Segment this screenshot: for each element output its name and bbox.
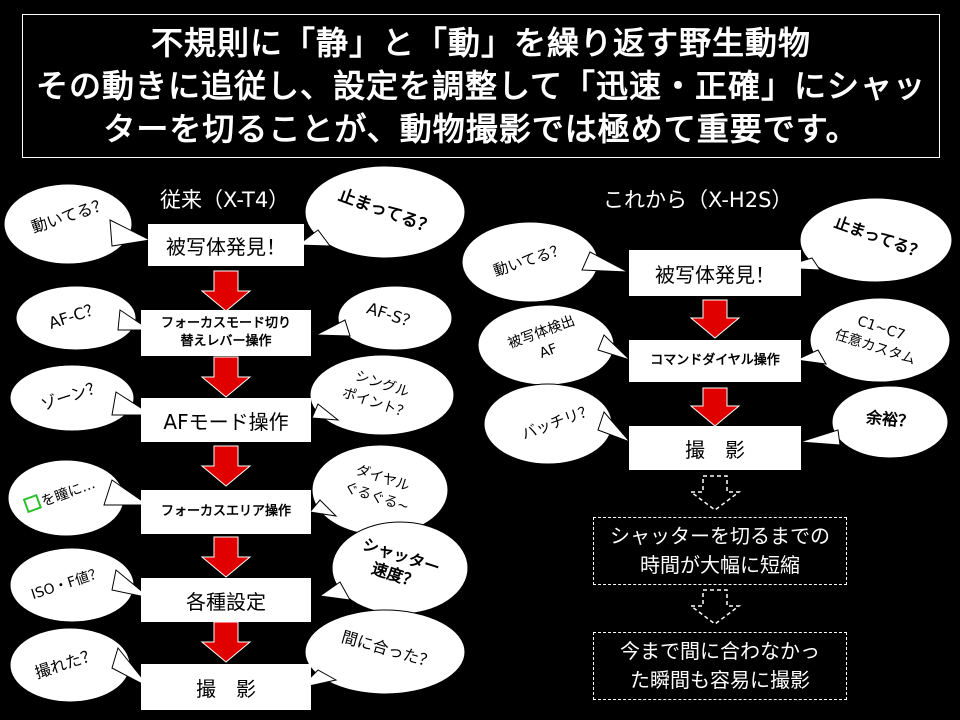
left-step-5: 各種設定 [141, 578, 311, 622]
right-step-3: 撮 影 [629, 426, 801, 470]
bubble-shape [3, 183, 152, 265]
bubble-shape [296, 165, 466, 259]
red-arrow [689, 387, 741, 427]
red-arrow [200, 356, 252, 398]
title-line-3: ターを切ることが、動物撮影では極めて重要です。 [103, 109, 859, 148]
bubble-shape [314, 285, 453, 351]
left-step-3: AFモード操作 [141, 398, 311, 442]
red-arrow [200, 445, 252, 487]
dashed-arrow [688, 475, 742, 511]
red-arrow [200, 270, 252, 312]
left-step-1: 被写体発見！ [148, 224, 304, 266]
red-arrow [200, 536, 252, 578]
bubble-shape [9, 627, 151, 703]
bubble-shape [15, 285, 152, 351]
result-box-2: 今まで間に合わなかっ た瞬間も容易に撮影 [593, 632, 847, 700]
title-line-1: 不規則に「静」と「動」を繰り返す野生動物 [150, 23, 811, 62]
right-heading: これから（X-H2S） [603, 188, 793, 212]
bubble-shape [7, 459, 150, 537]
bubble-shape [309, 354, 455, 436]
bubble-shape [309, 444, 449, 536]
left-step-2: フォーカスモード切り 替えレバー操作 [141, 310, 311, 356]
bubble-shape [799, 385, 949, 459]
bubble-shape [9, 364, 154, 432]
bubble-shape [483, 383, 631, 465]
bubble-shape [794, 297, 951, 383]
left-step-6: 撮 影 [141, 664, 311, 710]
result-box-1: シャッターを切るまでの 時間が大幅に短縮 [593, 517, 847, 585]
dashed-arrow [688, 589, 742, 625]
red-arrow [200, 621, 252, 663]
left-step-4: フォーカスエリア操作 [141, 490, 311, 534]
right-step-1: 被写体発見！ [629, 250, 801, 296]
bubble-shape [9, 547, 151, 623]
bubble-shape [461, 221, 629, 303]
title-box: 不規則に「静」と「動」を繰り返す野生動物 その動きに追従し、設定を調整して「迅速… [22, 14, 940, 158]
red-arrow [689, 299, 741, 339]
right-step-2: コマンドダイヤル操作 [629, 340, 801, 382]
title-line-2: その動きに追従し、設定を調整して「迅速・正確」にシャッ [35, 66, 927, 105]
left-heading: 従来（X-T4） [160, 188, 290, 212]
bubble-shape [318, 521, 469, 615]
bubble-shape [477, 304, 631, 386]
